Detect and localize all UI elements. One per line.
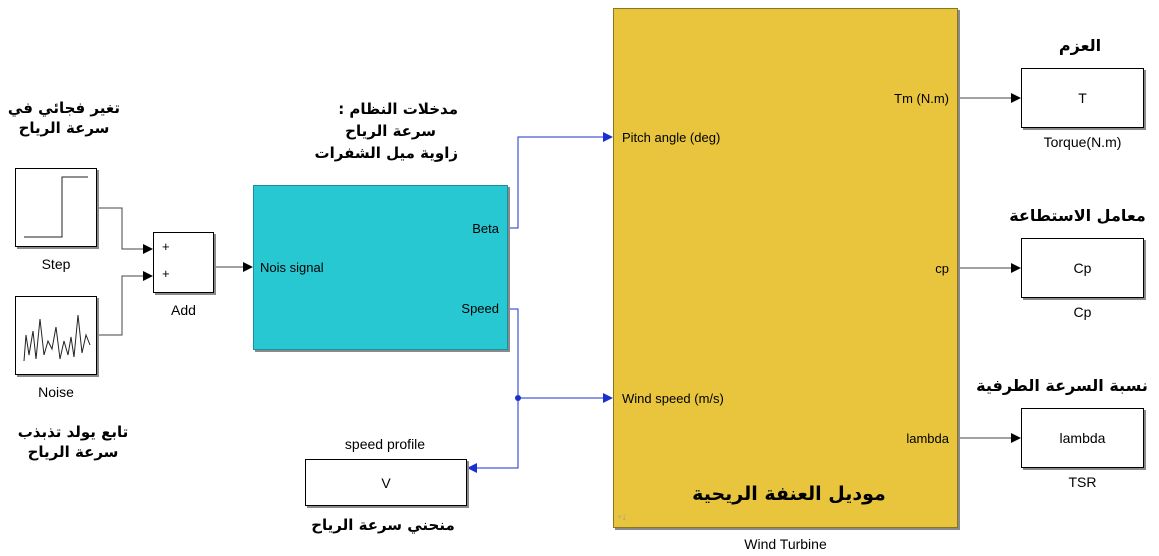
add-caption: Add [171,302,196,318]
wire-beta-pitch [508,132,613,229]
library-link-icon: ▫↓ [618,512,627,523]
torque-note: العزم [1058,36,1102,55]
speed-profile-block[interactable]: V [305,459,467,506]
lambda-display-block[interactable]: lambda [1021,408,1144,468]
turbine-out-tm: Tm (N.m) [894,91,949,106]
step-note: تغير فجائي في سرعة الرياح [8,98,120,138]
lambda-display-label: lambda [1059,430,1106,446]
turbine-in-wind: Wind speed (m/s) [622,391,724,406]
noise-block[interactable] [15,296,97,375]
cp-caption: Cp [1073,304,1092,320]
subsystem-in-port: Nois signal [260,260,324,275]
torque-display-block[interactable]: T [1021,68,1144,128]
noise-note-line1: تابع يولد تذبذب [17,423,129,441]
step-icon [24,176,88,238]
cp-note: معامل الاستطاعة [1009,206,1146,225]
wire-step-add [97,207,153,254]
turbine-out-lambda: lambda [906,431,949,446]
wire-noise-add [97,271,153,336]
inputs-note-line1: مدخلات النظام : [338,100,458,118]
step-note-line1: تغير فجائي في [7,99,120,117]
step-block[interactable] [15,168,97,247]
tsr-caption: TSR [1068,474,1097,490]
step-note-line2: سرعة الرياح [18,119,110,137]
add-block[interactable]: + + [153,232,214,293]
system-inputs-subsystem[interactable]: Nois signal Beta Speed [253,185,508,350]
noise-note: تابع يولد تذبذب سرعة الرياح [8,422,138,462]
turbine-in-pitch: Pitch angle (deg) [622,130,721,145]
subsystem-out-speed: Speed [461,301,499,316]
branch-point [515,395,521,401]
torque-display-label: T [1078,90,1087,106]
tsr-note: نسبة السرعة الطرفية [976,376,1148,395]
speed-profile-label: V [381,474,391,491]
turbine-model-title: موديل العنفة الريحية [692,483,886,505]
turbine-out-cp: cp [935,261,949,276]
subsystem-out-beta: Beta [472,221,499,236]
step-caption: Step [41,256,71,272]
wire-speed-wind [508,308,613,403]
noise-caption: Noise [38,384,74,400]
wire-branch-profile [467,398,519,473]
noise-note-line2: سرعة الرياح [27,443,119,461]
torque-caption: Torque(N.m) [1043,134,1122,150]
wind-turbine-caption: Wind Turbine [744,536,827,552]
profile-note: منحني سرعة الرياح [311,516,455,534]
speed-profile-title: speed profile [344,436,426,452]
add-plus-1: + [162,239,170,254]
noise-waveform-icon [23,314,91,362]
inputs-note-line3: زاوية ميل الشفرات [314,144,458,162]
add-plus-2: + [162,266,170,281]
wind-turbine-block[interactable]: Pitch angle (deg) Wind speed (m/s) Tm (N… [613,8,958,528]
inputs-note: مدخلات النظام : سرعة الرياح زاوية ميل ال… [268,98,458,164]
cp-display-block[interactable]: Cp [1021,238,1144,298]
inputs-note-line2: سرعة الرياح [345,122,436,140]
cp-display-label: Cp [1073,260,1092,276]
